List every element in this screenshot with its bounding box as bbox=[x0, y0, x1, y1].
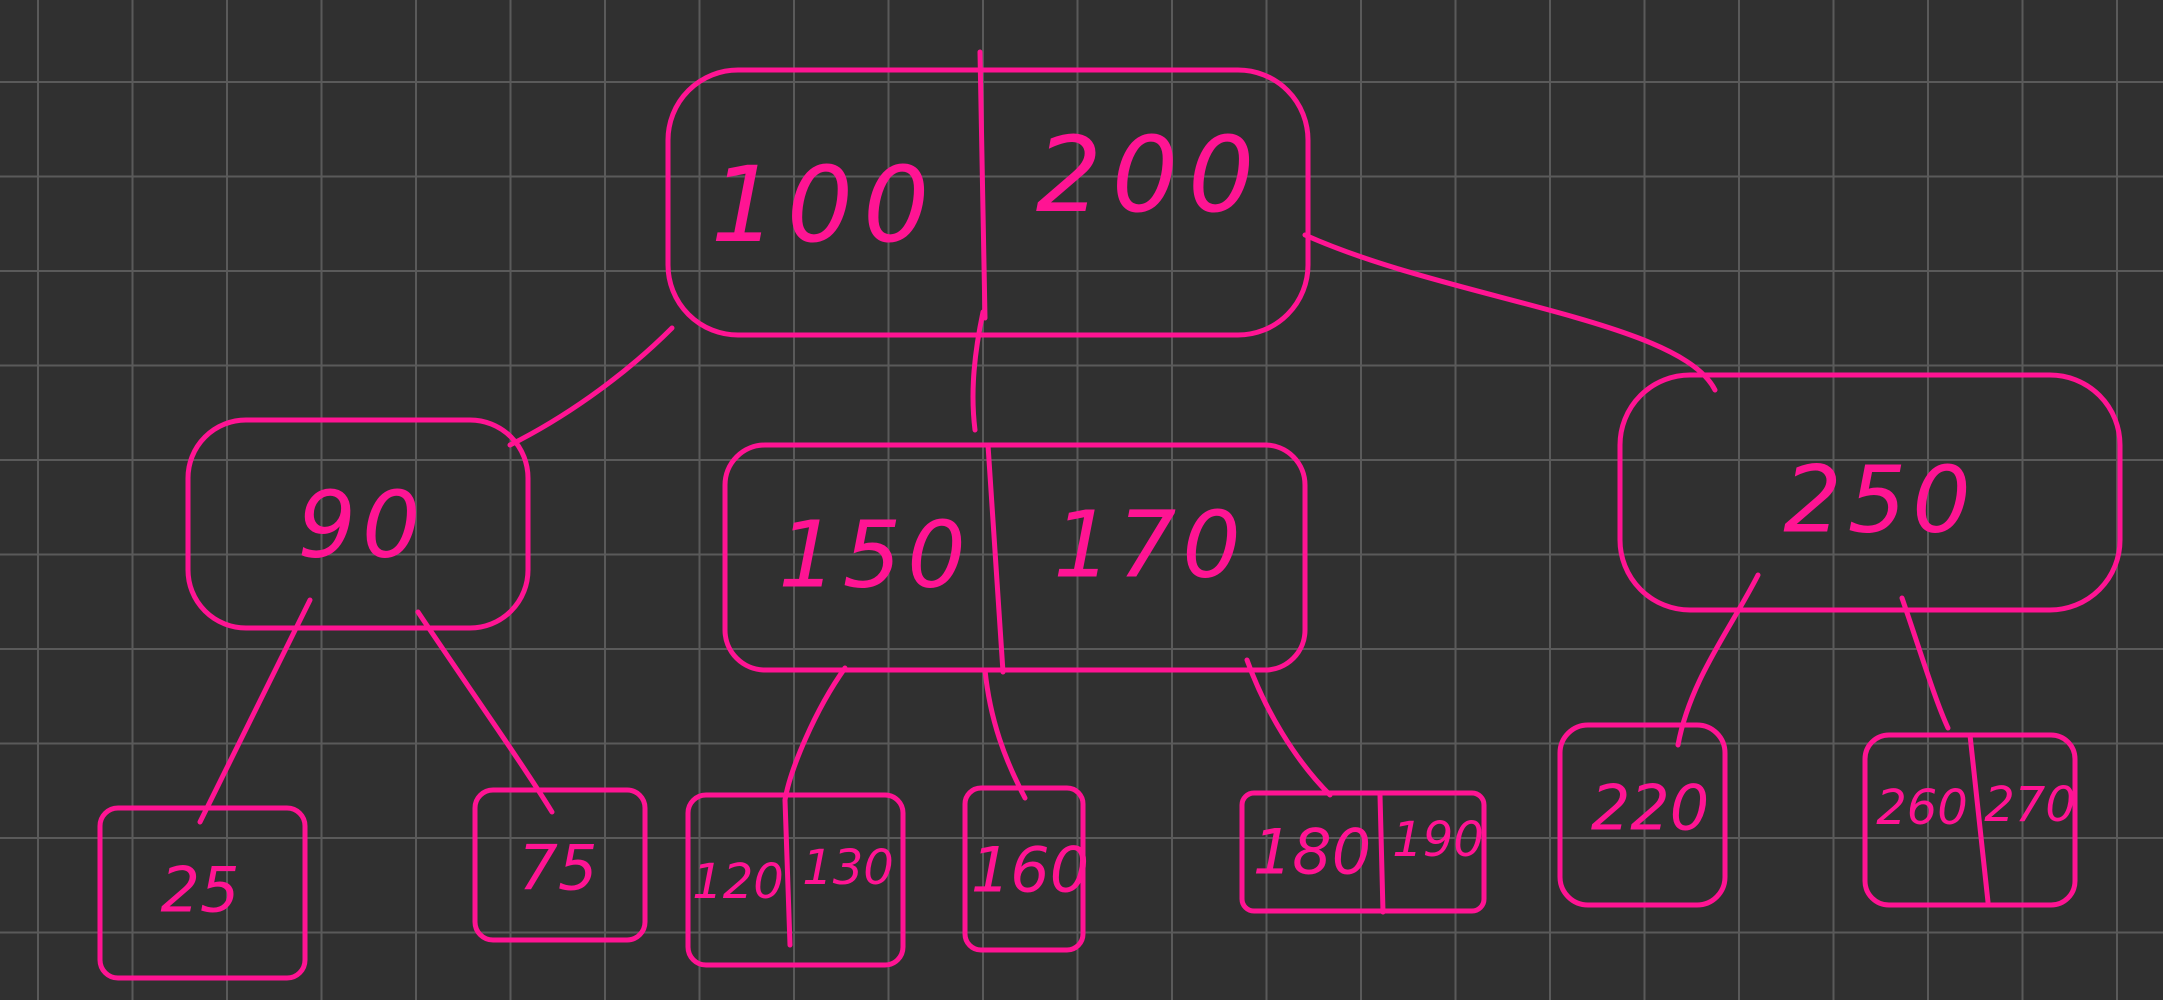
node-root-divider bbox=[977, 49, 988, 321]
key-180: 180 bbox=[1253, 816, 1371, 889]
key-130: 130 bbox=[802, 840, 894, 896]
leaf-260-270-divider bbox=[1967, 732, 1991, 905]
key-170: 170 bbox=[1053, 492, 1247, 599]
leaf-120-130-divider bbox=[782, 797, 793, 948]
edge-root-to-250 bbox=[1302, 232, 1718, 393]
key-75: 75 bbox=[519, 832, 598, 905]
key-200: 200 bbox=[1036, 114, 1265, 236]
leaf-160-outline bbox=[962, 785, 1086, 953]
leaf-25-outline bbox=[97, 805, 308, 981]
leaf-120-130: 120 130 bbox=[685, 792, 906, 968]
key-260: 260 bbox=[1876, 780, 1968, 836]
leaf-75-outline bbox=[472, 787, 648, 943]
leaf-180-190-divider bbox=[1377, 792, 1386, 915]
key-100: 100 bbox=[711, 144, 940, 266]
key-250: 250 bbox=[1783, 447, 1977, 554]
edge-250-to-260 bbox=[1899, 595, 1951, 731]
node-90: 90 bbox=[185, 417, 531, 631]
edge-90-to-25 bbox=[197, 597, 313, 825]
key-120: 120 bbox=[692, 854, 784, 910]
edge-250-to-220 bbox=[1675, 572, 1761, 748]
key-25: 25 bbox=[161, 854, 240, 927]
node-250: 250 bbox=[1617, 372, 2123, 613]
edge-root-to-150 bbox=[970, 309, 986, 433]
key-160: 160 bbox=[971, 834, 1089, 907]
leaf-120-130-outline bbox=[685, 792, 906, 968]
key-220: 220 bbox=[1591, 772, 1709, 845]
node-90-outline bbox=[185, 417, 531, 631]
edge-root-to-90 bbox=[507, 325, 675, 448]
edge-150-to-120 bbox=[782, 665, 848, 803]
node-150-170-outline bbox=[722, 442, 1308, 673]
key-190: 190 bbox=[1392, 812, 1484, 868]
leaf-75: 75 bbox=[472, 787, 648, 943]
leaf-220: 220 bbox=[1557, 722, 1728, 908]
key-90: 90 bbox=[297, 472, 426, 579]
edge-150-to-180 bbox=[1244, 657, 1333, 798]
node-150-170-divider bbox=[985, 442, 1006, 675]
node-root: 100 200 bbox=[665, 49, 1311, 338]
leaf-160: 160 bbox=[962, 785, 1089, 953]
leaf-25: 25 bbox=[97, 805, 308, 981]
leaf-260-270: 260 270 bbox=[1862, 732, 2078, 908]
leaf-220-outline bbox=[1557, 722, 1728, 908]
key-150: 150 bbox=[778, 502, 972, 609]
edge-150-to-160 bbox=[982, 667, 1028, 801]
key-270: 270 bbox=[1984, 777, 2076, 833]
edge-90-to-75 bbox=[415, 609, 555, 815]
leaf-180-190: 180 190 bbox=[1239, 790, 1487, 915]
node-150-170: 150 170 bbox=[722, 442, 1308, 675]
node-root-outline bbox=[665, 67, 1311, 338]
leaf-180-190-outline bbox=[1239, 790, 1487, 914]
node-250-outline bbox=[1617, 372, 2123, 613]
